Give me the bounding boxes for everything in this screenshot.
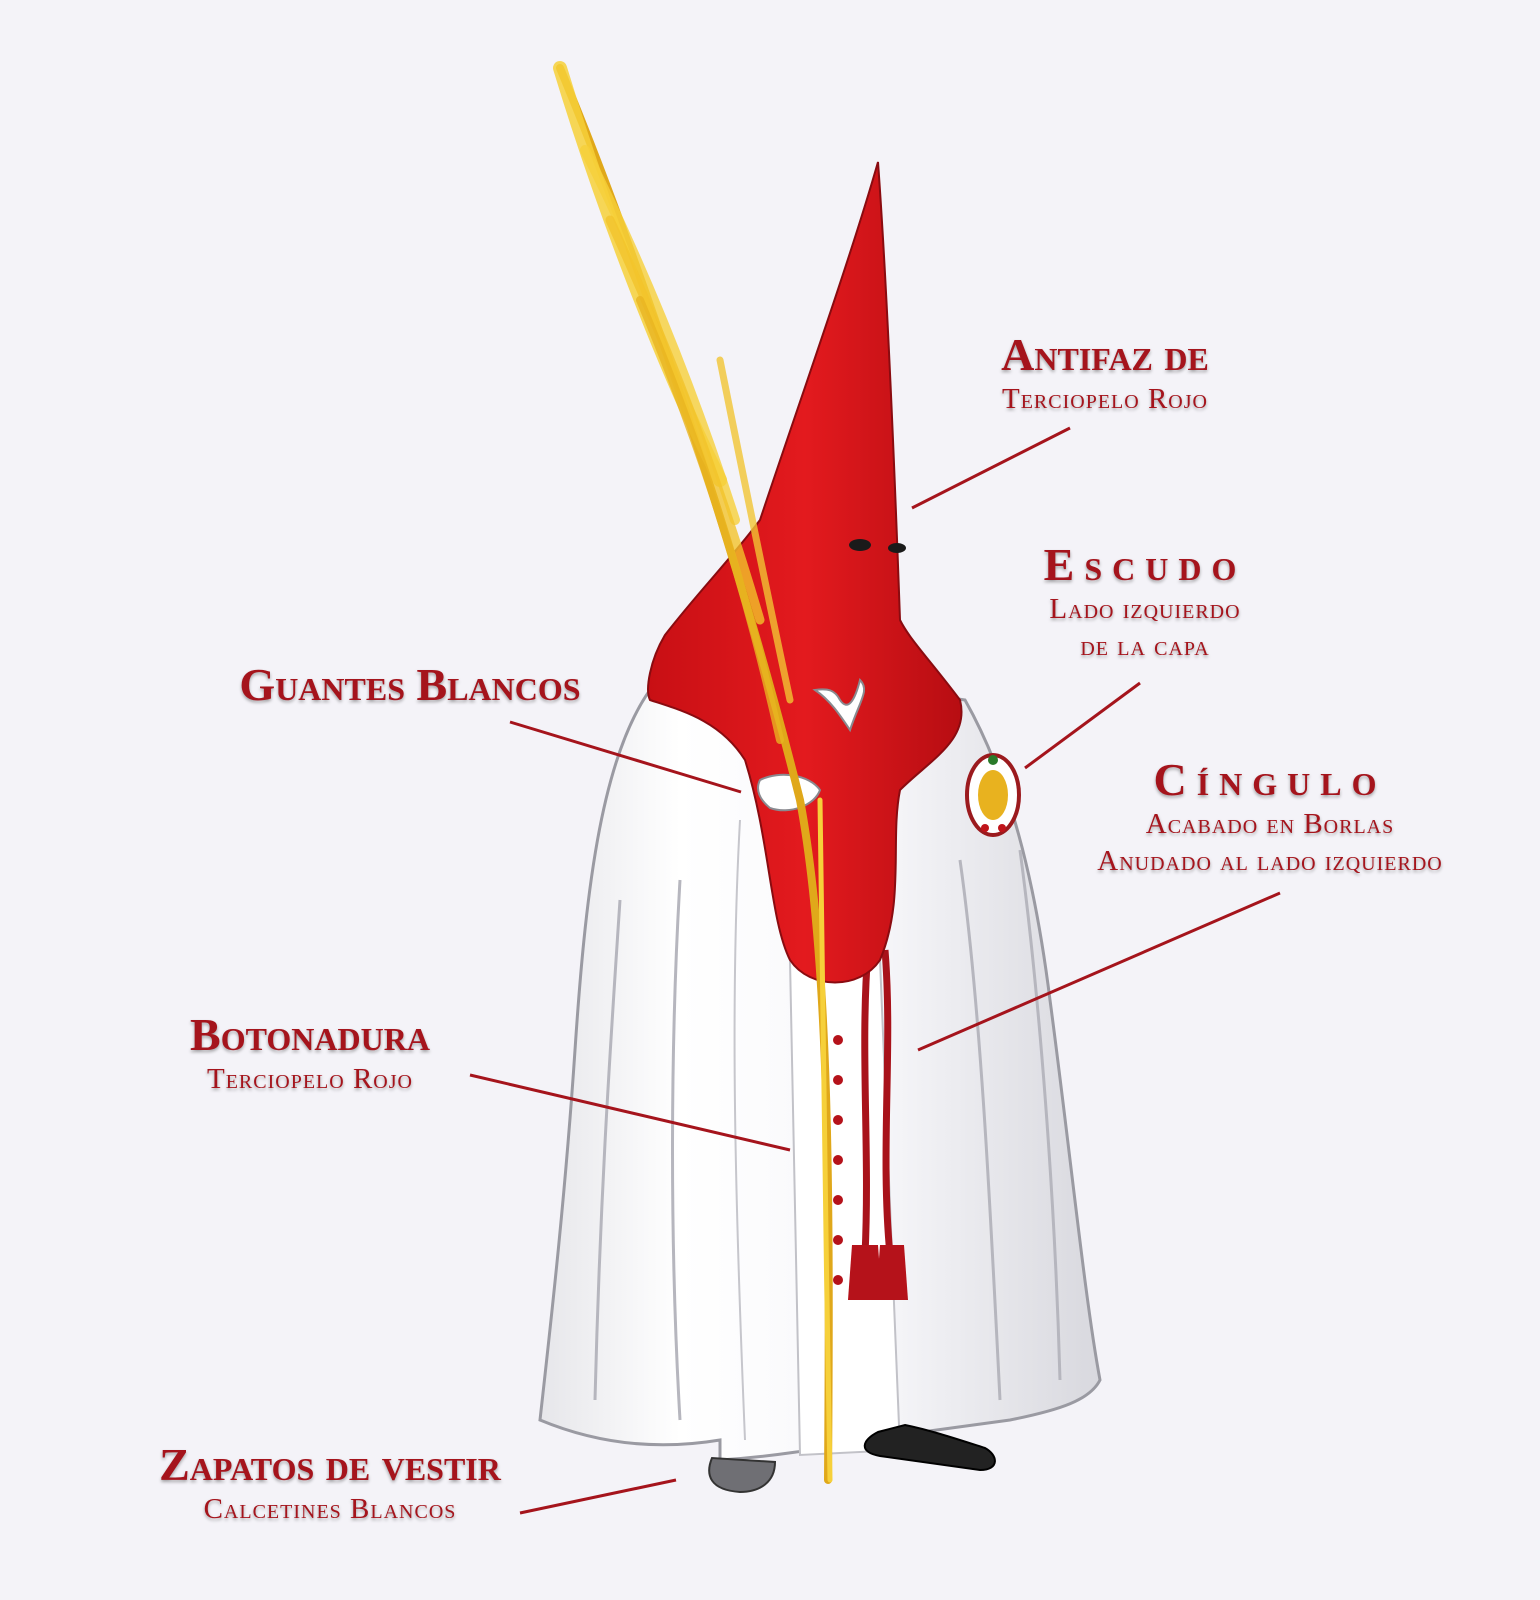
leader-escudo	[1024, 681, 1141, 770]
label-botonadura: Botonadura Terciopelo Rojo	[160, 1009, 460, 1098]
leader-botonadura	[469, 1073, 791, 1152]
label-cingulo: Cíngulo Acabado en Borlas Anudado al lad…	[1060, 754, 1480, 881]
label-botonadura-sub: Terciopelo Rojo	[207, 1062, 413, 1095]
label-cingulo-sub-2: Anudado al lado izquierdo	[1097, 845, 1443, 878]
palm-icon	[553, 61, 833, 1484]
glove-icon	[757, 678, 866, 812]
buttons-icon	[833, 1035, 843, 1285]
leader-lines	[469, 426, 1281, 1515]
cingulo-icon	[848, 949, 908, 1300]
leader-cingulo	[917, 891, 1281, 1052]
label-zapatos-sub: Calcetines Blancos	[203, 1492, 457, 1525]
label-guantes-title: Guantes Blancos	[239, 659, 581, 710]
label-antifaz: Antifaz de Terciopelo Rojo	[960, 329, 1250, 418]
label-zapatos: Zapatos de vestir Calcetines Blancos	[115, 1439, 545, 1528]
label-guantes: Guantes Blancos	[200, 659, 620, 711]
label-zapatos-title: Zapatos de vestir	[159, 1439, 501, 1490]
label-escudo-sub-1: Lado izquierdo	[1049, 592, 1241, 625]
leader-zapatos	[519, 1478, 677, 1515]
label-botonadura-title: Botonadura	[190, 1009, 430, 1060]
robe-icon	[538, 684, 1102, 1462]
label-escudo: Escudo Lado izquierdo de la capa	[1000, 539, 1290, 666]
label-escudo-title: Escudo	[1043, 539, 1247, 590]
label-antifaz-title: Antifaz de	[1001, 329, 1209, 380]
leader-antifaz	[911, 426, 1071, 510]
label-antifaz-sub: Terciopelo Rojo	[1002, 382, 1208, 415]
crest-icon	[965, 753, 1021, 837]
label-cingulo-sub-1: Acabado en Borlas	[1145, 807, 1395, 840]
leader-guantes	[509, 720, 742, 794]
label-cingulo-title: Cíngulo	[1153, 754, 1387, 805]
shoe-icon	[708, 1423, 996, 1494]
label-escudo-sub-2: de la capa	[1080, 630, 1210, 663]
